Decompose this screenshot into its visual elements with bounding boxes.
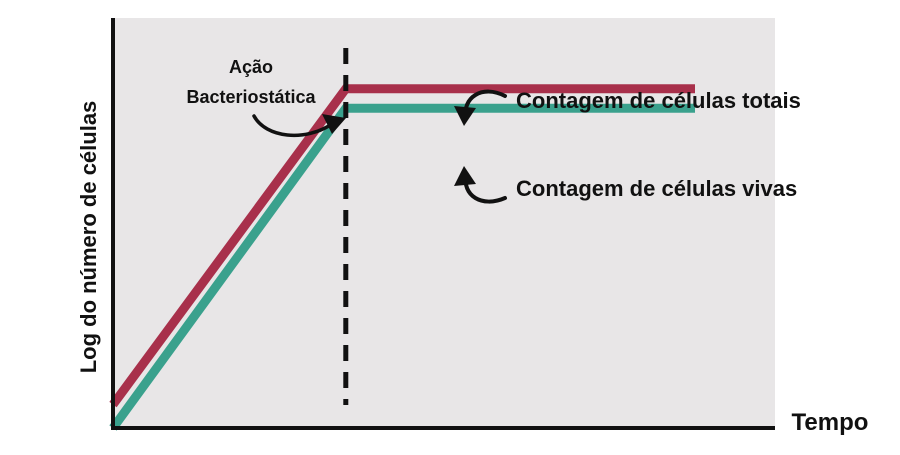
arrowhead-icon — [322, 114, 346, 134]
arrowhead-icon — [454, 166, 476, 186]
plot-area — [113, 18, 775, 428]
y-axis-label: Log do número de células — [76, 101, 101, 374]
annotation-bacteriostatic-line2: Bacteriostática — [186, 87, 316, 107]
annotation-bacteriostatic-line1: Ação — [229, 57, 273, 77]
x-axis-label: Tempo — [792, 409, 869, 436]
series-label-live-cells: Contagem de células vivas — [516, 176, 797, 201]
annotations: Ação Bacteriostática — [186, 57, 346, 138]
axes — [111, 18, 775, 430]
arrowhead-icon — [454, 106, 476, 126]
series-labels: Contagem de células totais Contagem de c… — [454, 88, 801, 204]
series-label-total-cells: Contagem de células totais — [516, 88, 801, 113]
annotation-arrow-icon — [252, 114, 334, 138]
